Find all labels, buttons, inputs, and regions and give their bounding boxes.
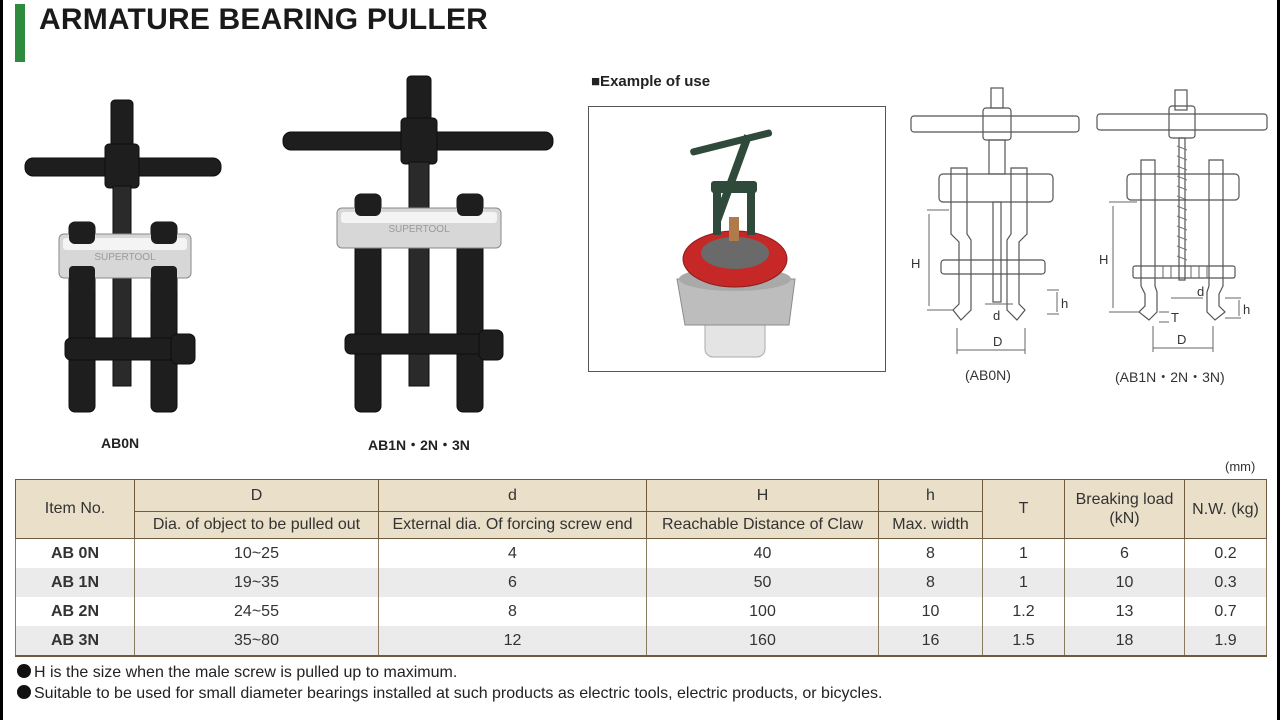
cell-nw: 0.3 [1184,568,1267,597]
cell-item-no: AB 1N [15,568,135,597]
ab1n-photo: SUPERTOOL [282,75,554,413]
page-title: ARMATURE BEARING PULLER [39,3,489,36]
col-header-D: D [134,479,379,512]
title-accent-bar [15,4,25,62]
unit-label: (mm) [1225,459,1256,474]
cell-T: 1.5 [982,626,1065,657]
cell-T: 1.2 [982,597,1065,626]
product-marking: SUPERTOOL [388,224,450,235]
note-1: H is the size when the male screw is pul… [17,664,457,682]
diagram-caption-ab0n: (AB0N) [965,367,1011,383]
cell-d: 12 [378,626,647,657]
dim-label-d: d [1197,284,1204,299]
cell-d: 8 [378,597,647,626]
cell-D: 19~35 [134,568,379,597]
cell-T: 1 [982,568,1065,597]
cell-H: 50 [646,568,879,597]
cell-nw: 0.7 [1184,597,1267,626]
col-header-T: T [982,479,1065,539]
col-subheader-h: Max. width [878,511,983,539]
col-header-item-no: Item No. [15,479,135,539]
cell-D: 24~55 [134,597,379,626]
catalog-page: ARMATURE BEARING PULLER SUPERTOOL AB0N [3,0,1277,720]
note-text: H is the size when the male screw is pul… [34,664,458,681]
ab0n-photo: SUPERTOOL [24,99,222,413]
diagram-ab1n: H h d T D [1096,89,1268,352]
dim-label-T: T [1171,310,1179,325]
product-label-ab0n: AB0N [101,435,140,451]
example-photo [676,129,796,358]
dim-label-h: h [1061,296,1068,311]
dim-label-H: H [1099,252,1108,267]
cell-h: 8 [878,568,983,597]
table-row: AB 2N 24~55 8 100 10 1.2 13 0.7 [15,597,1267,626]
cell-item-no: AB 0N [15,538,135,568]
cell-breaking-load: 6 [1064,538,1185,568]
product-label-ab1n: AB1N・2N・3N [368,437,470,453]
cell-H: 40 [646,538,879,568]
dim-label-D: D [1177,332,1186,347]
cell-T: 1 [982,538,1065,568]
col-subheader-H: Reachable Distance of Claw [646,511,879,539]
bullet-icon [17,664,31,678]
col-header-d: d [378,479,647,512]
table-row: AB 0N 10~25 4 40 8 1 6 0.2 [15,538,1267,568]
dim-label-D: D [993,334,1002,349]
cell-d: 4 [378,538,647,568]
cell-breaking-load: 18 [1064,626,1185,657]
cell-d: 6 [378,568,647,597]
dim-label-d: d [993,308,1000,323]
cell-nw: 0.2 [1184,538,1267,568]
cell-breaking-load: 13 [1064,597,1185,626]
cell-nw: 1.9 [1184,626,1267,657]
cell-H: 100 [646,597,879,626]
cell-item-no: AB 3N [15,626,135,657]
diagram-caption-ab1n: (AB1N・2N・3N) [1115,369,1225,385]
cell-H: 160 [646,626,879,657]
table-row: AB 3N 35~80 12 160 16 1.5 18 1.9 [15,626,1267,657]
note-text: Suitable to be used for small diameter b… [34,685,883,702]
diagram-ab0n: H h d D [910,87,1080,354]
cell-D: 10~25 [134,538,379,568]
col-header-H: H [646,479,879,512]
col-subheader-D: Dia. of object to be pulled out [134,511,379,539]
col-header-h: h [878,479,983,512]
product-marking: SUPERTOOL [94,252,156,263]
cell-h: 16 [878,626,983,657]
cell-item-no: AB 2N [15,597,135,626]
dim-label-H: H [911,256,920,271]
table-row: AB 1N 19~35 6 50 8 1 10 0.3 [15,568,1267,597]
dim-label-h: h [1243,302,1250,317]
spec-table: Item No. D d H h T Breaking load (kN) N.… [15,479,1267,657]
cell-breaking-load: 10 [1064,568,1185,597]
cell-h: 8 [878,538,983,568]
col-header-breaking-load: Breaking load (kN) [1064,479,1185,539]
note-2: Suitable to be used for small diameter b… [17,685,882,703]
col-header-nw: N.W. (kg) [1184,479,1267,539]
col-subheader-d: External dia. Of forcing screw end [378,511,647,539]
example-label: ■Example of use [591,73,711,90]
example-photo-frame [588,106,886,372]
cell-D: 35~80 [134,626,379,657]
cell-h: 10 [878,597,983,626]
bullet-icon [17,685,31,699]
